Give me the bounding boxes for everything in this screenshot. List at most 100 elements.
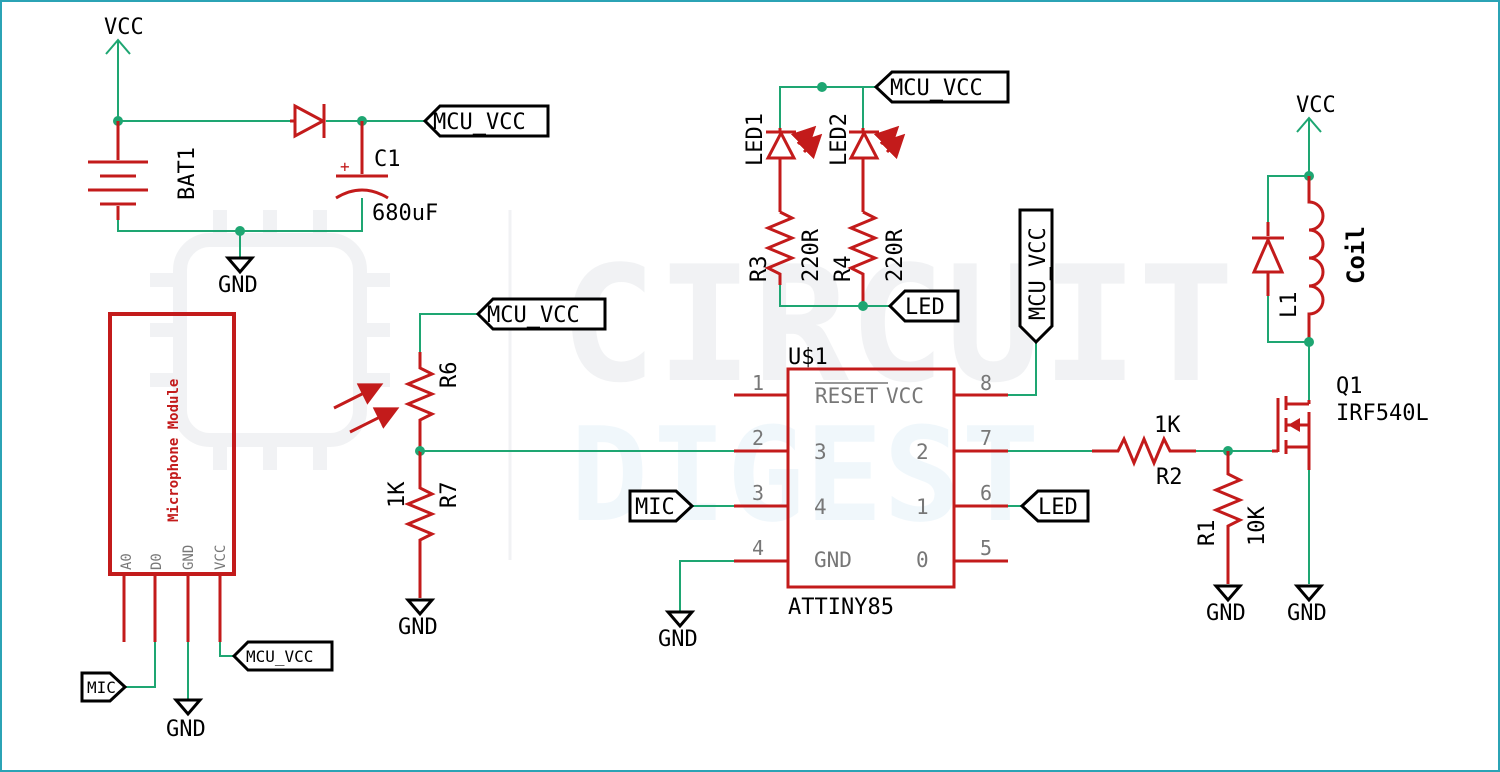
r2-value: 1K <box>1154 413 1181 438</box>
mic-pin-d0: D0 <box>149 553 165 570</box>
mic-flag-text-1: MIC <box>87 678 116 697</box>
net-flag-led-1 <box>887 289 960 323</box>
u1-pin-1: 1 <box>752 371 764 395</box>
gnd-symbol-u1 <box>664 610 696 629</box>
vcc-arrow-2 <box>1296 116 1322 133</box>
r7-label: R7 <box>437 482 462 509</box>
c1-polarity: + <box>340 157 350 176</box>
led-flag-text-1: LED <box>905 295 945 320</box>
net-flag-mcu-vcc-4 <box>231 640 334 672</box>
u1-inner-reset: RESET <box>815 384 879 408</box>
battery-section: VCC BAT1 + C1 <box>88 15 550 298</box>
l1-label: L1 <box>1277 292 1302 319</box>
gnd-label-r7: GND <box>398 615 438 640</box>
led1-label: LED1 <box>743 113 768 166</box>
divider-r6-r7: MCU_VCC R6 1K R7 GND <box>333 297 734 640</box>
gnd-symbol-r7 <box>404 598 436 617</box>
u1-inner-vcc: VCC <box>886 384 924 408</box>
mcu-vcc-flag-text-5: MCU_VCC <box>1026 227 1051 320</box>
battery-bat1 <box>88 121 148 220</box>
resistor-r1 <box>1212 451 1244 584</box>
led2-label: LED2 <box>827 113 852 166</box>
gnd-symbol-r1 <box>1212 584 1244 603</box>
r1-value: 10K <box>1245 506 1270 546</box>
coil-section: VCC L1 Coil <box>1251 93 1429 626</box>
r6-label: R6 <box>437 362 462 389</box>
resistor-r2 <box>1092 435 1196 467</box>
resistor-r4 <box>847 210 879 306</box>
gnd-label-u1: GND <box>658 627 698 652</box>
u1-ref: U$1 <box>788 345 828 370</box>
mic-flag-text-2: MIC <box>635 495 675 520</box>
led2 <box>848 125 906 212</box>
watermark-logo-icon <box>150 210 390 470</box>
r3-value: 220R <box>799 228 824 282</box>
net-flag-mic-1 <box>80 671 128 703</box>
coil-label: Coil <box>1342 226 1370 284</box>
u1-pin-8: 8 <box>980 371 992 395</box>
vcc-arrow-1 <box>105 38 131 55</box>
u1-pin-5: 5 <box>980 536 992 560</box>
r4-value: 220R <box>883 228 908 282</box>
junction <box>858 301 868 311</box>
diode-d1 <box>290 103 327 139</box>
led1 <box>765 125 823 212</box>
watermark-line1: CIRCUIT <box>560 231 1234 418</box>
mic-pin-gnd: GND <box>181 545 197 570</box>
u1-body <box>786 367 956 589</box>
gnd-symbol-mic <box>172 698 204 717</box>
gnd-label-1: GND <box>218 273 258 298</box>
vcc-label-2: VCC <box>1296 93 1336 118</box>
u1-inner-4: 4 <box>814 495 827 519</box>
c1-label: C1 <box>374 147 401 172</box>
net-flag-mcu-vcc-1 <box>422 104 550 138</box>
microphone-module: Microphone Module A0 D0 GND VCC MIC GND … <box>80 312 334 742</box>
mcu-vcc-flag-text-1: MCU_VCC <box>433 110 526 135</box>
mic-pin-vcc: VCC <box>213 545 229 570</box>
net-flag-mcu-vcc-5 <box>1018 208 1054 345</box>
net-flag-mcu-vcc-2 <box>873 70 1010 104</box>
u1-inner-2: 2 <box>916 440 929 464</box>
r7-value: 1K <box>385 481 410 508</box>
led-section: MCU_VCC LED1 LED2 R3 220R R4 220R <box>743 70 1010 323</box>
led-flag-text-2: LED <box>1038 495 1078 520</box>
gate-drive: 1K R2 R1 10K GND <box>1092 413 1272 626</box>
u1-inner-gnd: GND <box>814 548 852 572</box>
gnd-symbol-1 <box>224 256 256 275</box>
mcu-vcc-flag-text-4: MCU_VCC <box>246 647 313 666</box>
u1-inner-3: 3 <box>814 440 827 464</box>
gnd-label-q1: GND <box>1287 601 1327 626</box>
u1-inner-1: 1 <box>916 495 929 519</box>
mcu-vcc-flag-text-2: MCU_VCC <box>890 76 983 101</box>
light-arrow-icon <box>333 383 384 410</box>
resistor-r6 <box>404 352 436 450</box>
flyback-diode <box>1251 222 1285 296</box>
net-flag-led-2 <box>1019 489 1090 523</box>
u1-pin-2: 2 <box>752 426 764 450</box>
u1-pin-3: 3 <box>752 481 764 505</box>
net-flag-mcu-vcc-3 <box>475 297 607 331</box>
mic-pin-a0: A0 <box>119 553 135 570</box>
u1-inner-0: 0 <box>916 548 929 572</box>
u1-pin-4: 4 <box>752 536 764 560</box>
gnd-symbol-q1 <box>1293 584 1325 603</box>
junction <box>817 82 827 92</box>
r2-label: R2 <box>1156 465 1183 490</box>
bat1-label: BAT1 <box>175 147 200 200</box>
vcc-label-1: VCC <box>104 15 144 40</box>
attiny85-u1: U$1 ATTINY85 1 2 3 4 8 7 6 5 RESET VCC 3… <box>628 208 1092 652</box>
mcu-vcc-flag-text-3: MCU_VCC <box>487 303 580 328</box>
resistor-r3 <box>764 210 796 285</box>
gnd-label-mic: GND <box>166 717 206 742</box>
watermark-line2: DIGEST <box>570 399 1040 551</box>
mic-module-title: Microphone Module <box>166 379 182 522</box>
resistor-r7 <box>404 451 436 598</box>
r1-label: R1 <box>1195 520 1220 547</box>
r3-label: R3 <box>747 256 772 283</box>
u1-name: ATTINY85 <box>788 595 894 620</box>
watermark: CIRCUIT DIGEST <box>150 210 1234 560</box>
inductor-l1 <box>1307 176 1325 342</box>
